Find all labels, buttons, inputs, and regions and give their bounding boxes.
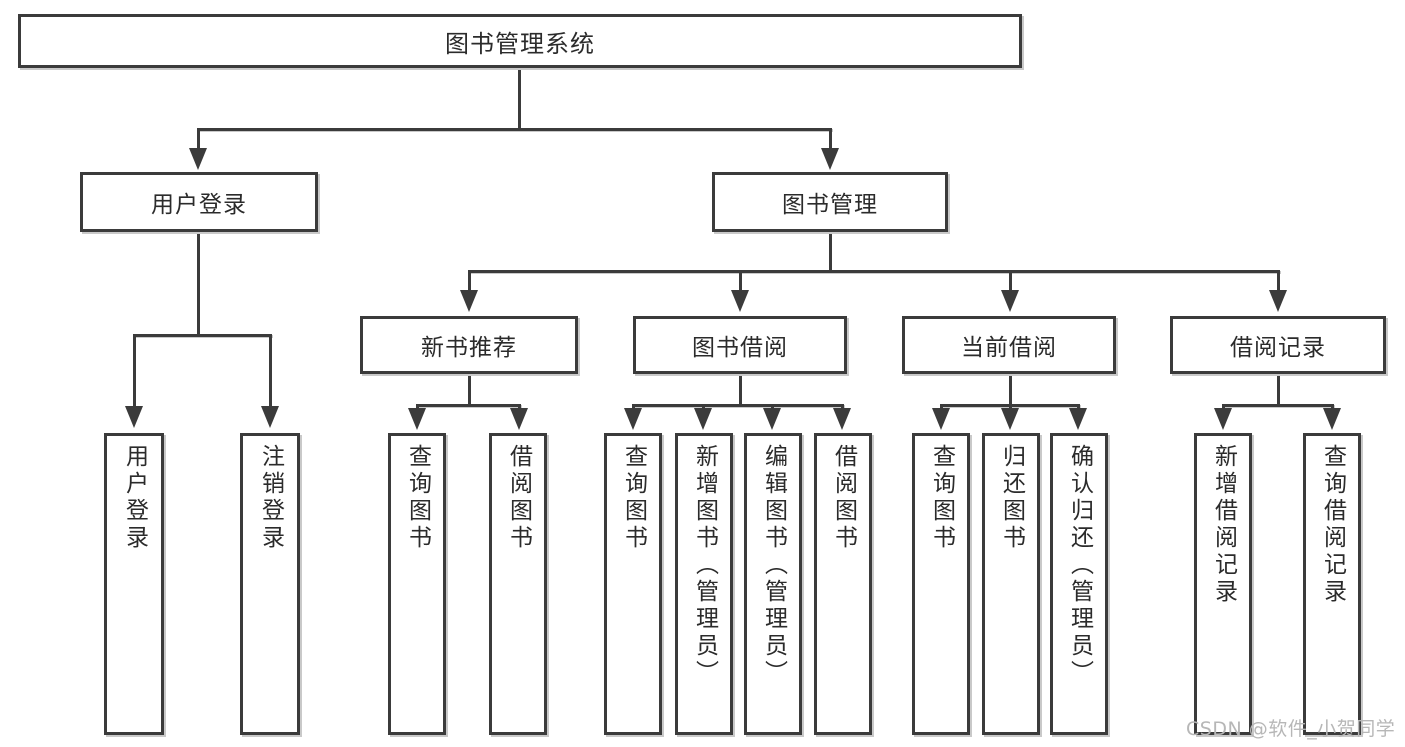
node-user-login[interactable]: 用户登录 [80,172,318,232]
connector-book-manage-bus [468,270,1280,273]
arrow-bb-leaf-4 [833,408,851,430]
node-root-system[interactable]: 图书管理系统 [18,14,1022,68]
node-current-borrow[interactable]: 当前借阅 [902,316,1116,374]
connector-bb-drop-3 [771,404,774,410]
arrow-user-login-leaf-2 [261,406,279,428]
connector-bb-drop-2 [702,404,705,410]
node-label: 图书管理 [782,192,878,218]
node-label: 借阅图书 [830,444,857,552]
leaf-bb-query-book[interactable]: 查询图书 [604,433,662,735]
node-label: 图书管理系统 [445,29,595,58]
connector-cb-stem [1009,374,1012,406]
node-label: 借阅记录 [1230,335,1326,361]
leaf-bb-edit-book[interactable]: 编辑图书（管理员） [744,433,802,735]
leaf-cb-return-book[interactable]: 归还图书 [982,433,1040,735]
node-label: 查询图书 [404,444,431,552]
connector-br-drop-2 [1331,404,1334,410]
connector-bm-drop-1 [468,270,471,292]
arrow-br-leaf-1 [1214,408,1232,430]
connector-nbr-bus [416,404,521,407]
node-label: 新增借阅记录 [1210,444,1237,606]
connector-bb-drop-4 [841,404,844,410]
arrow-bb-leaf-3 [763,408,781,430]
connector-root-stem [518,68,521,130]
connector-user-login-drop-2 [269,334,272,408]
arrow-bb-leaf-1 [624,408,642,430]
connector-br-drop-1 [1222,404,1225,410]
arrow-bb-leaf-2 [694,408,712,430]
connector-bb-drop-1 [632,404,635,410]
node-borrow-record[interactable]: 借阅记录 [1170,316,1386,374]
leaf-user-login-logout[interactable]: 注销登录 [240,433,300,735]
connector-nbr-drop-2 [518,404,521,410]
node-new-book-recommend[interactable]: 新书推荐 [360,316,578,374]
node-label: 查询图书 [620,444,647,552]
connector-bm-drop-3 [1009,270,1012,292]
leaf-br-add-record[interactable]: 新增借阅记录 [1194,433,1252,735]
leaf-cb-query-book[interactable]: 查询图书 [912,433,970,735]
node-label: 新增图书（管理员） [691,444,718,687]
connector-bb-stem [739,374,742,406]
node-book-manage[interactable]: 图书管理 [712,172,948,232]
leaf-bb-borrow-book[interactable]: 借阅图书 [814,433,872,735]
connector-bb-bus [632,404,844,407]
leaf-br-query-record[interactable]: 查询借阅记录 [1303,433,1361,735]
arrow-nbr-leaf-1 [408,408,426,430]
node-label: 用户登录 [151,192,247,218]
leaf-nbr-query-book[interactable]: 查询图书 [388,433,446,735]
connector-bm-drop-4 [1277,270,1280,292]
arrow-cb-leaf-3 [1069,408,1087,430]
connector-to-book-manage [829,128,832,150]
node-label: 当前借阅 [961,335,1057,361]
connector-bm-drop-2 [739,270,742,292]
node-label: 归还图书 [998,444,1025,552]
connector-cb-drop-1 [940,404,943,410]
arrow-to-book-manage [821,148,839,170]
leaf-nbr-borrow-book[interactable]: 借阅图书 [489,433,547,735]
node-label: 查询借阅记录 [1319,444,1346,606]
connector-cb-drop-3 [1077,404,1080,410]
node-label: 确认归还（管理员） [1066,444,1093,687]
node-label: 借阅图书 [505,444,532,552]
arrow-to-new-book [460,290,478,312]
connector-user-login-stem [197,232,200,336]
connector-br-bus [1222,404,1334,407]
connector-br-stem [1277,374,1280,406]
node-label: 编辑图书（管理员） [760,444,787,687]
connector-root-bus [197,128,832,131]
arrow-br-leaf-2 [1323,408,1341,430]
node-label: 新书推荐 [421,335,517,361]
node-label: 查询图书 [928,444,955,552]
connector-to-user-login [197,128,200,150]
arrow-cb-leaf-1 [932,408,950,430]
node-book-borrow[interactable]: 图书借阅 [633,316,847,374]
node-label: 用户登录 [121,444,148,552]
connector-user-login-drop-1 [133,334,136,408]
arrow-to-borrow-record [1269,290,1287,312]
connector-nbr-drop-1 [416,404,419,410]
arrow-to-book-borrow [731,290,749,312]
arrow-to-user-login [189,148,207,170]
arrow-user-login-leaf-1 [125,406,143,428]
watermark-text: CSDN @软件_小贺同学 [1186,718,1396,740]
connector-book-manage-stem [829,232,832,272]
leaf-cb-confirm-return[interactable]: 确认归还（管理员） [1050,433,1108,735]
node-label: 注销登录 [257,444,284,552]
leaf-user-login-login[interactable]: 用户登录 [104,433,164,735]
node-label: 图书借阅 [692,335,788,361]
arrow-cb-leaf-2 [1001,408,1019,430]
connector-user-login-bus [133,334,272,337]
leaf-bb-add-book[interactable]: 新增图书（管理员） [675,433,733,735]
arrow-nbr-leaf-2 [510,408,528,430]
connector-cb-drop-2 [1009,404,1012,410]
arrow-to-current-borrow [1001,290,1019,312]
connector-nbr-stem [468,374,471,406]
